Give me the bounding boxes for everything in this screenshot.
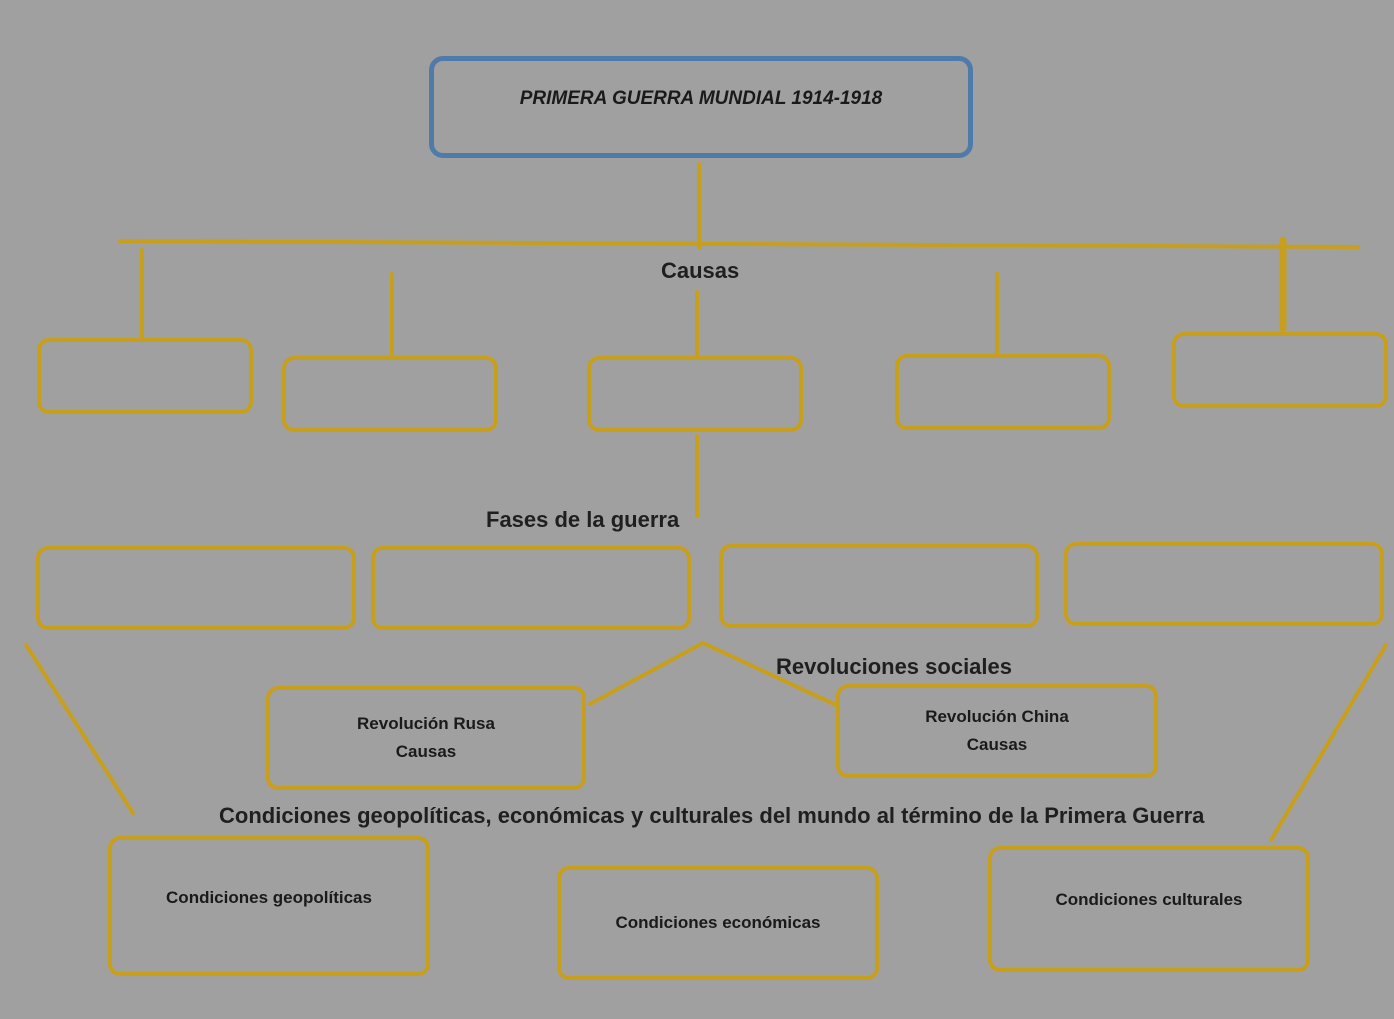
section-label-revoluciones: Revoluciones sociales — [776, 654, 1012, 679]
fase-box-2[interactable] — [371, 546, 691, 630]
connector-revoluciones — [588, 640, 838, 707]
connector-horizontal-bar — [118, 239, 1360, 249]
fase-box-1[interactable] — [36, 546, 356, 630]
revolucion-china-sub: Causas — [966, 735, 1028, 754]
title-box: PRIMERA GUERRA MUNDIAL 1914-1918 — [429, 56, 973, 158]
connector-left-diagonal — [24, 643, 135, 815]
condiciones-culturales-text: Condiciones culturales — [1055, 890, 1243, 909]
causa-box-2[interactable] — [282, 356, 498, 432]
revolucion-china-box[interactable]: Revolución China Causas — [836, 684, 1158, 778]
revolucion-china-name: Revolución China — [925, 707, 1069, 726]
fase-box-3[interactable] — [719, 544, 1039, 628]
causa-box-5[interactable] — [1172, 332, 1388, 408]
causa-box-4[interactable] — [895, 354, 1111, 430]
condiciones-economicas-box[interactable]: Condiciones económicas — [557, 866, 879, 980]
revolucion-rusa-name: Revolución Rusa — [357, 714, 495, 733]
condiciones-geopoliticas-text: Condiciones geopolíticas — [166, 888, 372, 907]
condiciones-geopoliticas-box[interactable]: Condiciones geopolíticas — [108, 836, 430, 976]
section-label-causas: Causas — [661, 258, 740, 283]
section-label-condiciones: Condiciones geopolíticas, económicas y c… — [219, 803, 1205, 828]
section-label-fases: Fases de la guerra — [486, 507, 680, 532]
revolucion-rusa-sub: Causas — [395, 742, 457, 761]
causa-box-1[interactable] — [37, 338, 253, 414]
condiciones-culturales-box[interactable]: Condiciones culturales — [988, 846, 1310, 972]
condiciones-economicas-text: Condiciones económicas — [615, 913, 821, 932]
fase-box-4[interactable] — [1064, 542, 1384, 626]
title-text: PRIMERA GUERRA MUNDIAL 1914-1918 — [519, 88, 883, 109]
causa-box-3[interactable] — [587, 356, 803, 432]
revolucion-rusa-box[interactable]: Revolución Rusa Causas — [266, 686, 586, 790]
connector-right-diagonal — [1269, 643, 1388, 842]
